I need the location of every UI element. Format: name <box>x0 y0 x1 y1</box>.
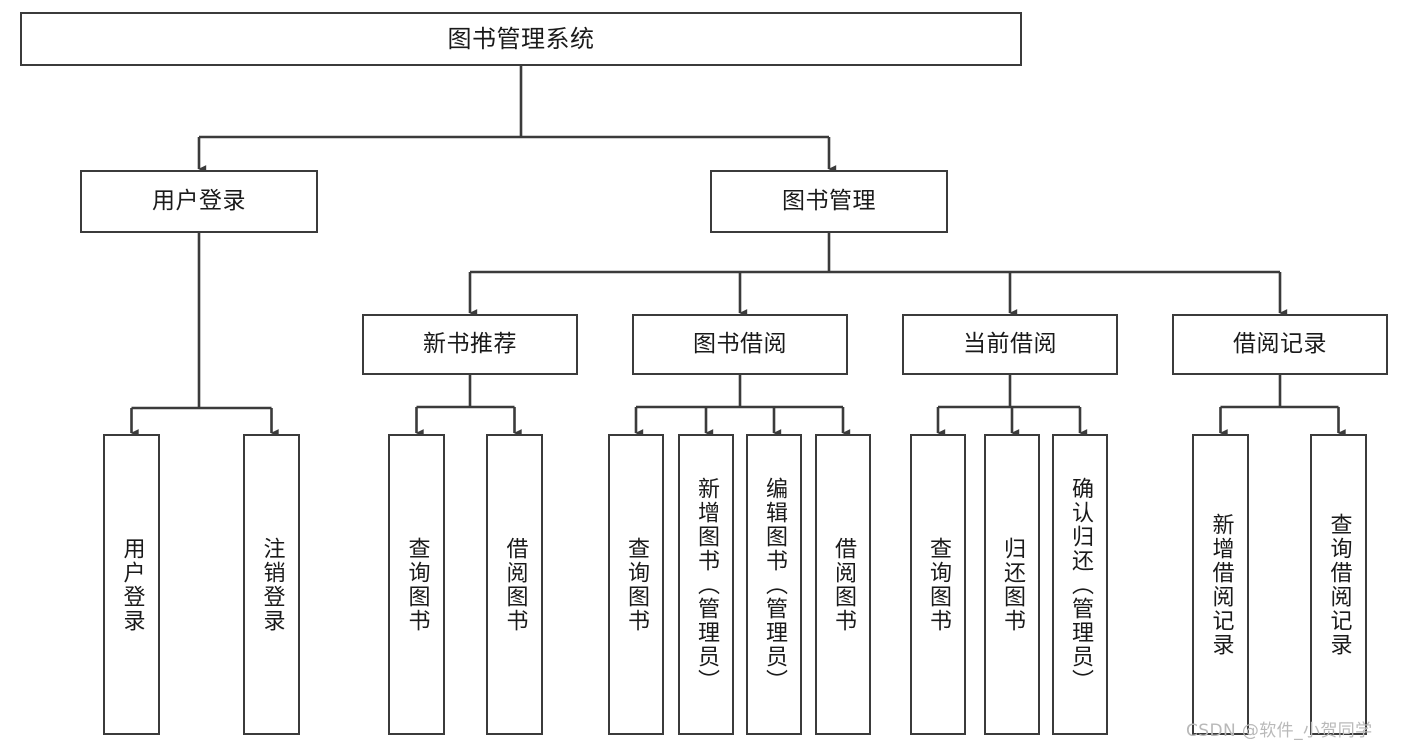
node-leaf-book-add[interactable]: 新增图书（管理员） <box>678 434 734 735</box>
node-new-book-rec[interactable]: 新书推荐 <box>362 314 578 375</box>
node-label-new-book-rec: 新书推荐 <box>423 330 517 357</box>
node-label-leaf-rec-add: 新增借阅记录 <box>1208 512 1234 657</box>
node-leaf-cur-query[interactable]: 查询图书 <box>910 434 966 735</box>
node-leaf-rec-borrow[interactable]: 借阅图书 <box>486 434 543 735</box>
node-leaf-rec-add[interactable]: 新增借阅记录 <box>1192 434 1249 735</box>
node-label-root: 图书管理系统 <box>447 24 595 53</box>
node-root[interactable]: 图书管理系统 <box>20 12 1022 66</box>
node-user-login[interactable]: 用户登录 <box>80 170 318 233</box>
node-label-book-borrow: 图书借阅 <box>693 330 787 357</box>
node-borrow-record[interactable]: 借阅记录 <box>1172 314 1388 375</box>
node-label-leaf-cur-return: 归还图书 <box>1000 536 1025 633</box>
node-label-leaf-cur-confirm: 确认归还（管理员） <box>1068 476 1093 693</box>
node-label-current-borrow: 当前借阅 <box>963 330 1057 357</box>
node-leaf-rec-search[interactable]: 查询借阅记录 <box>1310 434 1367 735</box>
node-leaf-book-edit[interactable]: 编辑图书（管理员） <box>746 434 802 735</box>
node-label-leaf-borrow-query: 查询图书 <box>624 536 649 633</box>
node-current-borrow[interactable]: 当前借阅 <box>902 314 1118 375</box>
node-leaf-borrow-query[interactable]: 查询图书 <box>608 434 664 735</box>
node-label-borrow-record: 借阅记录 <box>1233 330 1327 357</box>
node-label-leaf-rec-query: 查询图书 <box>404 536 430 633</box>
node-label-leaf-book-edit: 编辑图书（管理员） <box>762 476 787 693</box>
node-leaf-user-login[interactable]: 用户登录 <box>103 434 160 735</box>
node-label-leaf-user-login: 用户登录 <box>119 536 145 633</box>
node-label-leaf-book-add: 新增图书（管理员） <box>694 476 719 693</box>
node-label-book-manage: 图书管理 <box>782 187 876 214</box>
node-leaf-book-borrow[interactable]: 借阅图书 <box>815 434 871 735</box>
node-book-manage[interactable]: 图书管理 <box>710 170 948 233</box>
node-leaf-cur-confirm[interactable]: 确认归还（管理员） <box>1052 434 1108 735</box>
node-label-leaf-rec-borrow: 借阅图书 <box>502 536 528 633</box>
node-label-leaf-logout: 注销登录 <box>259 536 285 633</box>
node-label-leaf-book-borrow: 借阅图书 <box>831 536 856 633</box>
node-label-leaf-cur-query: 查询图书 <box>926 536 951 633</box>
node-label-leaf-rec-search: 查询借阅记录 <box>1326 512 1352 657</box>
watermark: CSDN @软件_小贺同学 <box>1186 721 1373 741</box>
node-book-borrow[interactable]: 图书借阅 <box>632 314 848 375</box>
node-label-user-login: 用户登录 <box>152 187 246 214</box>
node-leaf-rec-query[interactable]: 查询图书 <box>388 434 445 735</box>
node-leaf-logout[interactable]: 注销登录 <box>243 434 300 735</box>
node-leaf-cur-return[interactable]: 归还图书 <box>984 434 1040 735</box>
